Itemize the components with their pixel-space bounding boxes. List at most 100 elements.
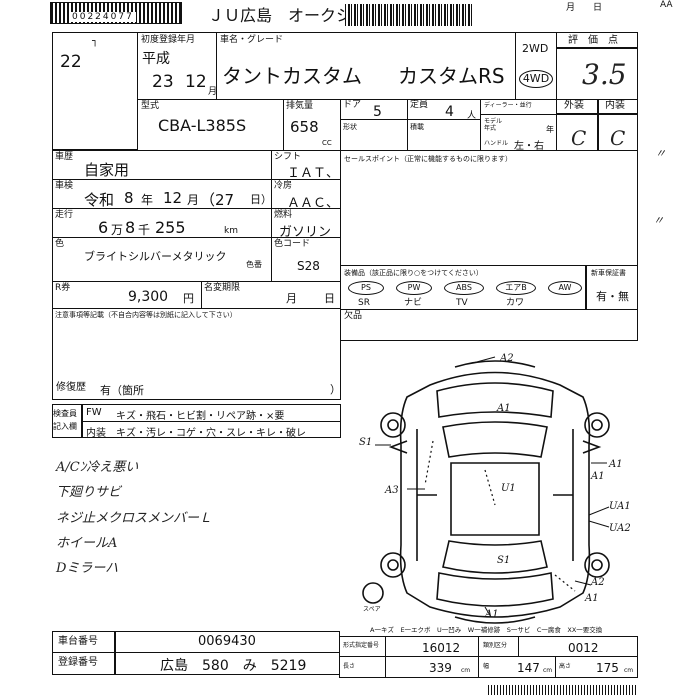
tax-label: 名変期限: [204, 283, 241, 293]
first-reg-label: 初度登録年月: [141, 35, 196, 45]
displacement-unit: CC: [322, 139, 332, 147]
handwritten-note-4: ホイールA: [56, 536, 118, 551]
handwritten-note-5: Dミラーハ: [56, 561, 119, 576]
mark-s1-left: S1: [359, 437, 372, 448]
mark-a1-rear-right: A1: [584, 593, 599, 604]
missing-label: 欠品: [344, 311, 363, 321]
color-label: 色: [55, 239, 65, 249]
mark-a1-hood: A1: [496, 403, 511, 414]
equip-pw: PW: [396, 281, 432, 295]
repair-label: 修復歴: [56, 382, 86, 393]
spec-length-label: 長さ: [343, 663, 356, 670]
drive-2wd: 2WD: [522, 42, 549, 55]
equip-tv: TV: [456, 298, 468, 308]
usage-label: 車歴: [55, 152, 74, 162]
side-tick: 〃: [655, 147, 666, 160]
inspection-year: 8: [124, 189, 134, 207]
lot-number: 22: [60, 52, 82, 72]
equip-leather: カワ: [506, 298, 525, 308]
car-name: タントカスタム: [222, 64, 362, 88]
recycle-value: 9,300: [128, 289, 169, 305]
sales-point-label: セールスポイント（正常に機能するものに限ります）: [344, 155, 512, 163]
spec-width-value: 147: [517, 661, 540, 675]
lot-number-box: [52, 32, 138, 150]
mark-ua2: UA2: [609, 523, 631, 534]
mileage-label: 走行: [55, 210, 74, 220]
first-reg-era: 平成: [142, 51, 170, 67]
drive-4wd: 4WD: [519, 70, 553, 88]
spec-class-label: 類別区分: [483, 642, 508, 649]
mileage-man-unit: 万: [111, 223, 124, 237]
inspector-row2: キズ・汚レ・コゲ・穴・スレ・キレ・破レ: [116, 428, 306, 439]
doors-label: ドア: [343, 100, 362, 110]
mileage-unit-label: km: [224, 226, 238, 236]
mileage-sen: 8: [125, 218, 136, 237]
capacity-unit: 人: [467, 111, 477, 121]
load-label: 積載: [410, 123, 424, 131]
model-year-unit: 年: [546, 125, 554, 134]
bottom-barcode: [488, 685, 638, 695]
spare-tire-label: スペア: [363, 606, 381, 613]
repair-value: 有（箇所: [100, 384, 144, 397]
car-name-label: 車名・グレード: [220, 35, 284, 45]
color-code-label: 色コード: [274, 239, 311, 249]
mileage-sen-unit: 千: [138, 223, 151, 237]
mileage-rest: 255: [155, 218, 186, 237]
fuel-label: 燃料: [274, 210, 293, 220]
capacity-label: 定員: [410, 100, 429, 110]
spec-type-value: 16012: [422, 641, 461, 655]
lot-code: 00224077: [70, 12, 136, 22]
tax-day: 日: [324, 292, 335, 305]
dealer-label: ディーラー・並行: [484, 102, 532, 109]
equip-sr: SR: [358, 298, 370, 308]
mark-a1-right: A1: [608, 459, 623, 470]
first-reg-month: 12: [185, 72, 207, 92]
warranty-label: 新車保証書: [591, 269, 626, 277]
auction-title: ＪＵ広島 オークション: [208, 6, 385, 25]
header-date: 月 日: [566, 3, 603, 13]
shift-value: ＩＡＴ、: [287, 166, 340, 181]
interior-label: 内装: [605, 100, 625, 111]
equip-ps: PS: [348, 281, 384, 295]
spec-type-label: 形式指定番号: [343, 642, 380, 649]
inspection-day: （27: [200, 191, 235, 209]
tax-month: 月: [286, 292, 297, 305]
spec-width-label: 幅: [483, 663, 490, 670]
score-value: 3.5: [582, 58, 627, 91]
color-value: ブライトシルバーメタリック: [84, 250, 227, 263]
warranty-value: 有・無: [596, 290, 629, 303]
inspector-label-1: 検査員: [53, 409, 77, 418]
inspection-year-unit: 年: [141, 193, 154, 207]
repair-close: ）: [330, 383, 341, 396]
shape-label: 形状: [343, 123, 357, 131]
first-reg-month-unit: 月: [208, 87, 218, 97]
doors-value: 5: [373, 104, 382, 120]
equipment-label: 装備品（該正品に限り○をつけてください）: [344, 269, 483, 277]
inspector-row2-head: 内装: [86, 428, 106, 439]
mark-a2-top: A2: [499, 353, 514, 364]
inspector-label-2: 記入欄: [53, 422, 77, 431]
corner-mark: ┐: [92, 36, 99, 47]
spec-height-value: 175: [596, 661, 619, 675]
spec-width-unit: cm: [543, 667, 553, 674]
inspector-row1: キズ・飛石・ヒビ割・リペア跡・×要: [116, 411, 285, 422]
recycle-label: R券: [55, 283, 71, 293]
equip-abs: ABS: [444, 281, 484, 295]
model-label: 型式: [141, 101, 160, 111]
plate-value: 広島 580 み 5219: [160, 658, 307, 674]
damage-legend: A一キズ E一エクボ U一凹み W一補修跡 S一サビ C一腐食 XX一要交換: [370, 626, 603, 634]
exterior-label: 外装: [564, 100, 584, 111]
inspection-month-unit: 月: [187, 193, 200, 207]
inspection-label: 車検: [55, 181, 74, 191]
car-grade: カスタムRS: [398, 64, 505, 88]
interior-value: C: [610, 126, 626, 150]
mark-u1-roof: U1: [501, 483, 516, 494]
color-code: S28: [297, 259, 320, 273]
notes-label: 注意事項等記載（不自合内容等は別紙に記入して下さい）: [55, 311, 237, 319]
mark-a1-bumper: A1: [484, 609, 499, 620]
aircon-label: 冷房: [274, 181, 293, 191]
equip-navi: ナビ: [404, 298, 423, 308]
chassis-value: 0069430: [198, 634, 256, 649]
first-reg-year: 23: [152, 72, 174, 92]
inspection-day-unit: 日）: [250, 193, 272, 206]
